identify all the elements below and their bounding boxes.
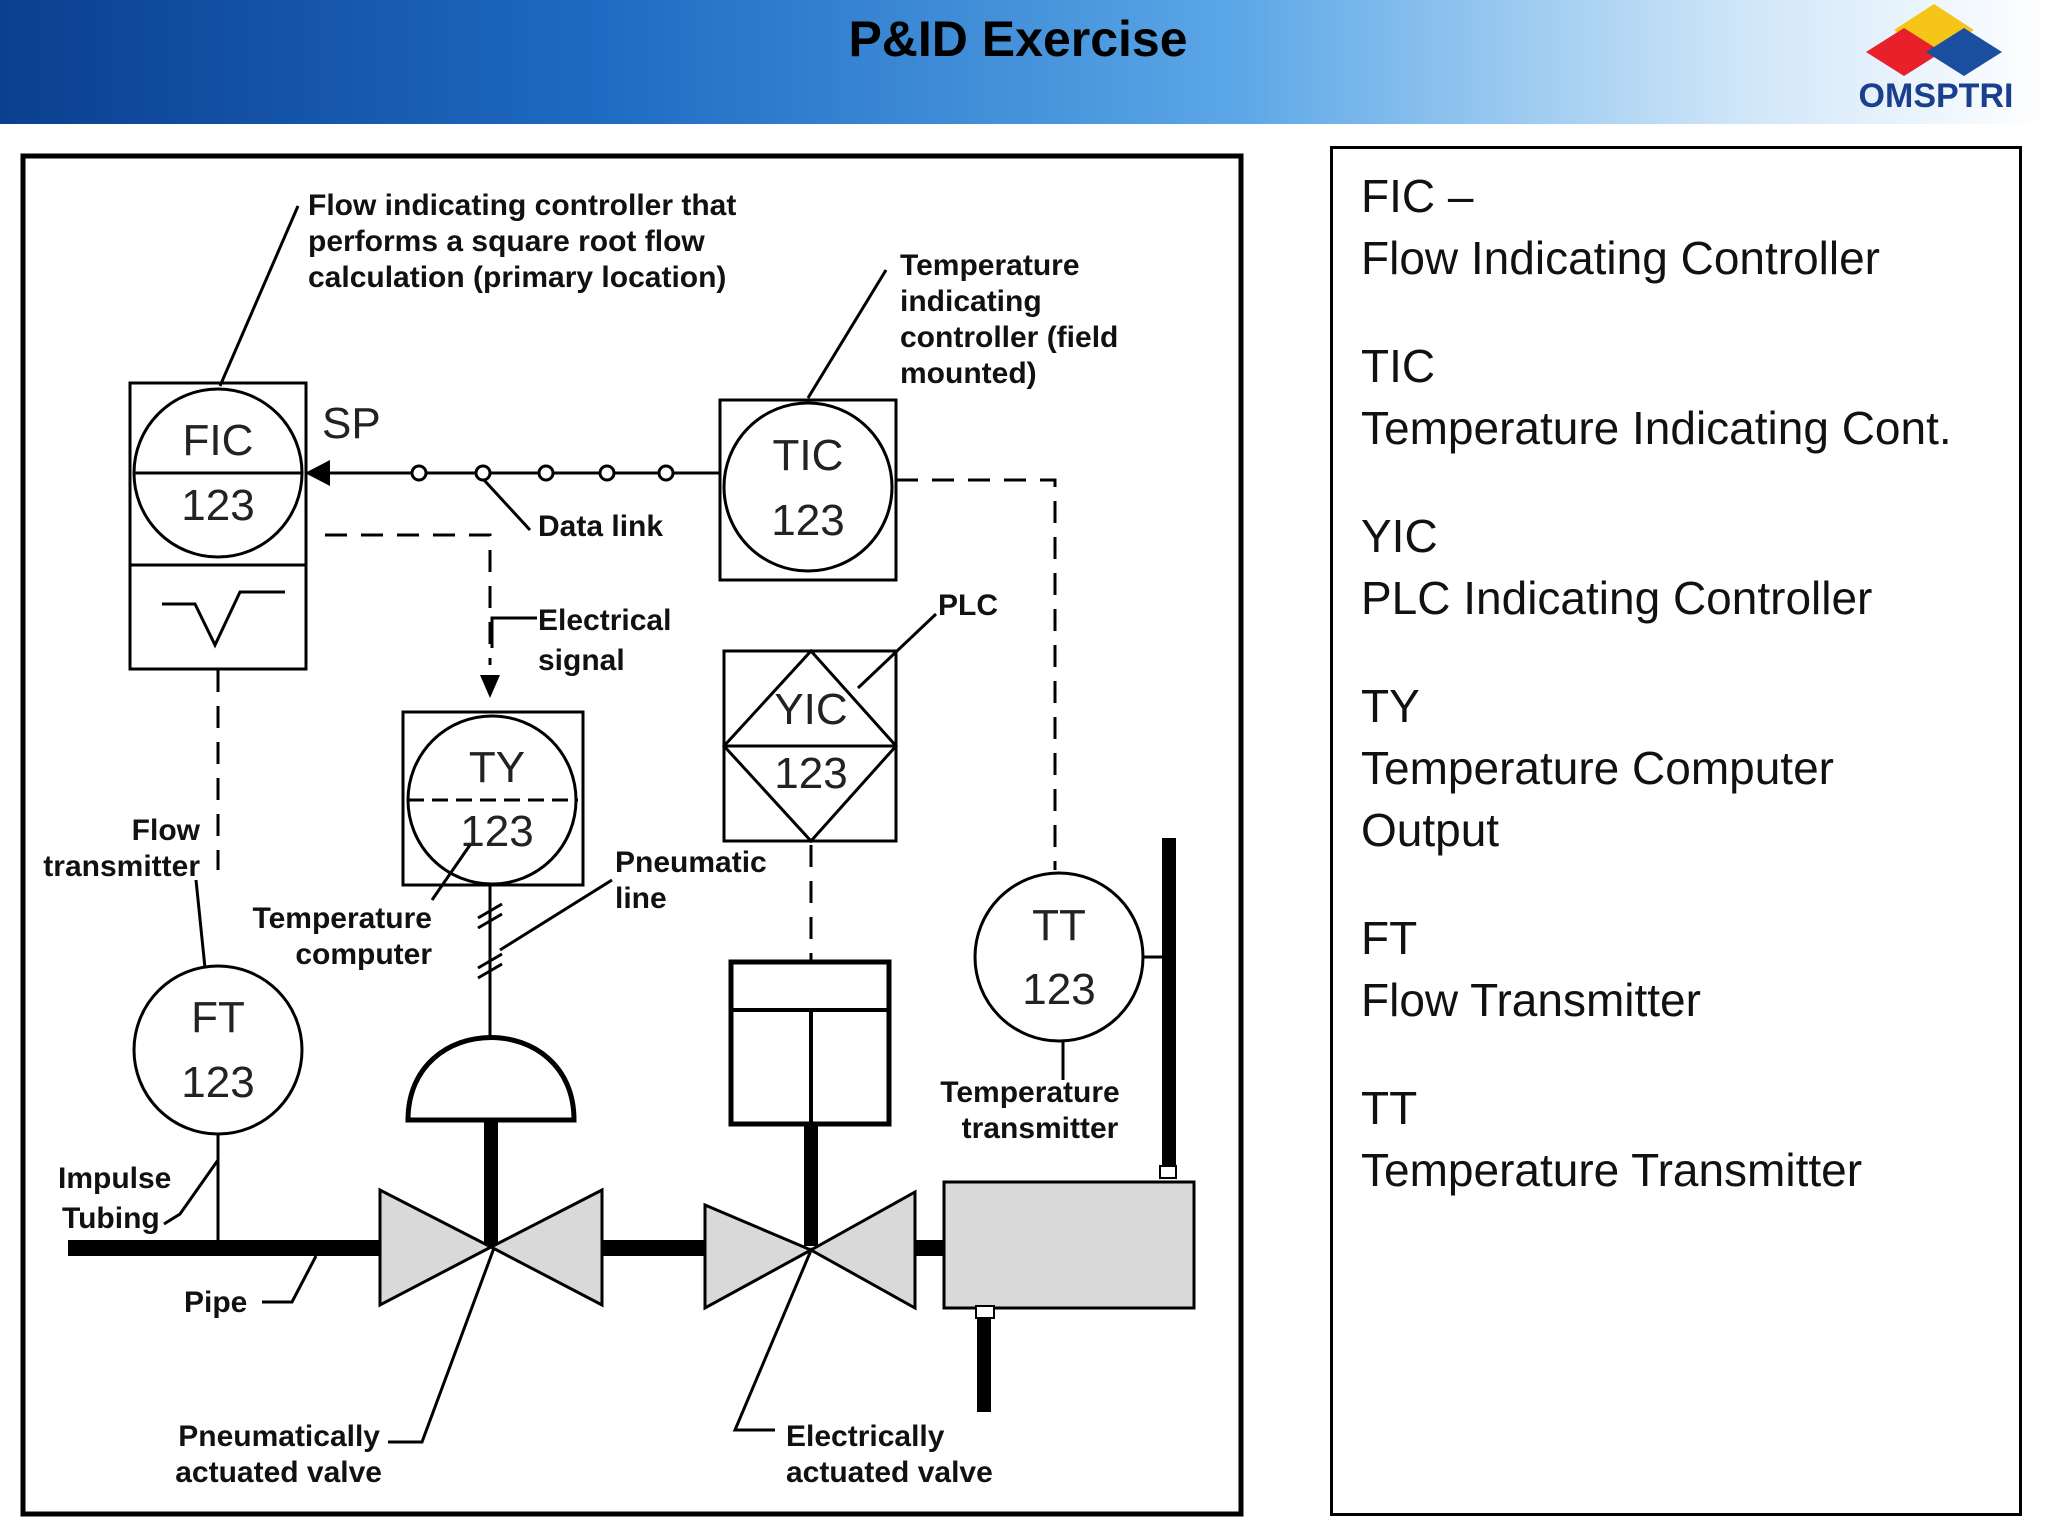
legend-entry-tt: TT Temperature Transmitter (1361, 1077, 2019, 1201)
setpoint-label: SP (322, 399, 381, 448)
electric-valve-label-line1: Electrically (786, 1420, 945, 1453)
legend-abbr: TY (1361, 680, 1420, 732)
abbreviation-legend: FIC – Flow Indicating Controller TIC Tem… (1330, 146, 2022, 1516)
legend-meaning-cont: Output (1361, 804, 1500, 856)
temp-computer-label-line1: Temperature (252, 902, 432, 935)
pneumatic-valve-label-line1: Pneumatically (178, 1420, 380, 1453)
yic-instrument: YIC 123 (721, 648, 899, 844)
legend-abbr: YIC (1361, 510, 1438, 562)
fic-instrument: FIC 123 (128, 381, 308, 671)
flow-transmitter-label-line1: Flow (132, 814, 201, 847)
pneumatic-line-label-line1: Pneumatic (615, 846, 767, 879)
electrical-signal-label-line2: signal (538, 644, 625, 677)
electric-valve (703, 959, 917, 1311)
tic-callout-line2: indicating (900, 285, 1042, 318)
process-pipe (68, 1240, 945, 1256)
diaphragm-actuator (405, 1035, 577, 1123)
pipe-label: Pipe (184, 1286, 247, 1319)
legend-abbr: TT (1361, 1082, 1418, 1134)
tic-tag: TIC (773, 431, 844, 480)
thermowell-stem (1162, 838, 1176, 1166)
impulse-tubing-label-line2: Tubing (62, 1202, 160, 1235)
tic-callout-line1: Temperature (900, 249, 1080, 282)
logo-red-diamond (1866, 28, 1942, 76)
evalve-body-left (703, 1202, 815, 1311)
legend-abbr: FIC – (1361, 170, 1474, 222)
flow-transmitter-label-line2: transmitter (43, 850, 200, 883)
valve-body-right (487, 1187, 604, 1308)
legend-meaning: Temperature Transmitter (1361, 1144, 1863, 1196)
legend-meaning: PLC Indicating Controller (1361, 572, 1873, 624)
legend-entry-ft: FT Flow Transmitter (1361, 907, 2019, 1031)
evalve-body-right (807, 1189, 917, 1311)
tic-callout-line3: controller (field (900, 321, 1118, 354)
ft-tag: FT (191, 993, 245, 1042)
ty-instrument: TY 123 (401, 710, 585, 887)
electrical-signal-label-line1: Electrical (538, 604, 671, 637)
ft-loop-number: 123 (181, 1058, 254, 1107)
ft-instrument: FT 123 (132, 964, 304, 1240)
logo-blue-diamond (1926, 28, 2002, 76)
callout-leaders (163, 205, 938, 1444)
fic-callout-line3: calculation (primary location) (308, 261, 726, 294)
square-root-function-icon (162, 590, 285, 649)
tic-callout-line4: mounted) (900, 357, 1037, 390)
fic-loop-number: 123 (181, 481, 254, 530)
data-link (305, 460, 720, 486)
tt-tag: TT (1032, 901, 1086, 950)
legend-entry-fic: FIC – Flow Indicating Controller (1361, 165, 2019, 289)
legend-meaning: Flow Indicating Controller (1361, 232, 1881, 284)
legend-entry-ty: TY Temperature Computer Output (1361, 675, 2019, 861)
legend-abbr: TIC (1361, 340, 1436, 392)
impulse-tubing-label-line1: Impulse (58, 1162, 171, 1195)
diagram-frame (20, 153, 1244, 1517)
tt-instrument: TT 123 (973, 871, 1170, 1080)
yic-tag: YIC (774, 685, 847, 734)
plc-label: PLC (938, 589, 998, 622)
tt-loop-number: 123 (1022, 965, 1095, 1014)
tic-loop-number: 123 (771, 496, 844, 545)
legend-meaning: Flow Transmitter (1361, 974, 1701, 1026)
legend-meaning: Temperature Indicating Cont. (1361, 402, 1952, 454)
fic-tag: FIC (183, 416, 254, 465)
yic-loop-number: 123 (774, 749, 847, 798)
temp-transmitter-label-line2: transmitter (962, 1112, 1119, 1145)
pneumatic-valve (378, 885, 604, 1308)
signal-fic-ty (325, 533, 492, 665)
logo-text: OMSPTRI (1859, 77, 2014, 115)
omsptri-logo: OMSPTRI (1859, 4, 2014, 115)
tic-instrument: TIC 123 (718, 398, 898, 582)
signal-arrowhead (480, 675, 500, 698)
fic-callout-line1: Flow indicating controller that (308, 189, 736, 222)
valve-body-left (378, 1187, 495, 1308)
ty-loop-number: 123 (460, 807, 533, 856)
temp-computer-label-line2: computer (295, 938, 432, 971)
legend-entry-tic: TIC Temperature Indicating Cont. (1361, 335, 2019, 459)
pneumatic-valve-label-line2: actuated valve (175, 1456, 382, 1489)
legend-abbr: FT (1361, 912, 1418, 964)
callout-labels: Flow indicating controller that performs… (43, 189, 1119, 1489)
ty-tag: TY (469, 743, 525, 792)
process-vessel (942, 1180, 1196, 1310)
electrical-signal-lines (216, 478, 1057, 960)
data-link-label: Data link (538, 510, 663, 543)
vessel-outlet (977, 1318, 991, 1412)
data-link-arrowhead (305, 460, 330, 486)
fic-callout-line2: performs a square root flow (308, 225, 705, 258)
legend-meaning: Temperature Computer (1361, 742, 1834, 794)
page-title: P&ID Exercise (848, 11, 1188, 67)
header-banner: P&ID Exercise (0, 0, 2048, 124)
pneumatic-line-label-line2: line (615, 882, 667, 915)
signal-tic-tt (896, 478, 1057, 870)
electric-valve-label-line2: actuated valve (786, 1456, 993, 1489)
temp-transmitter-label-line1: Temperature (940, 1076, 1120, 1109)
legend-entry-yic: YIC PLC Indicating Controller (1361, 505, 2019, 629)
